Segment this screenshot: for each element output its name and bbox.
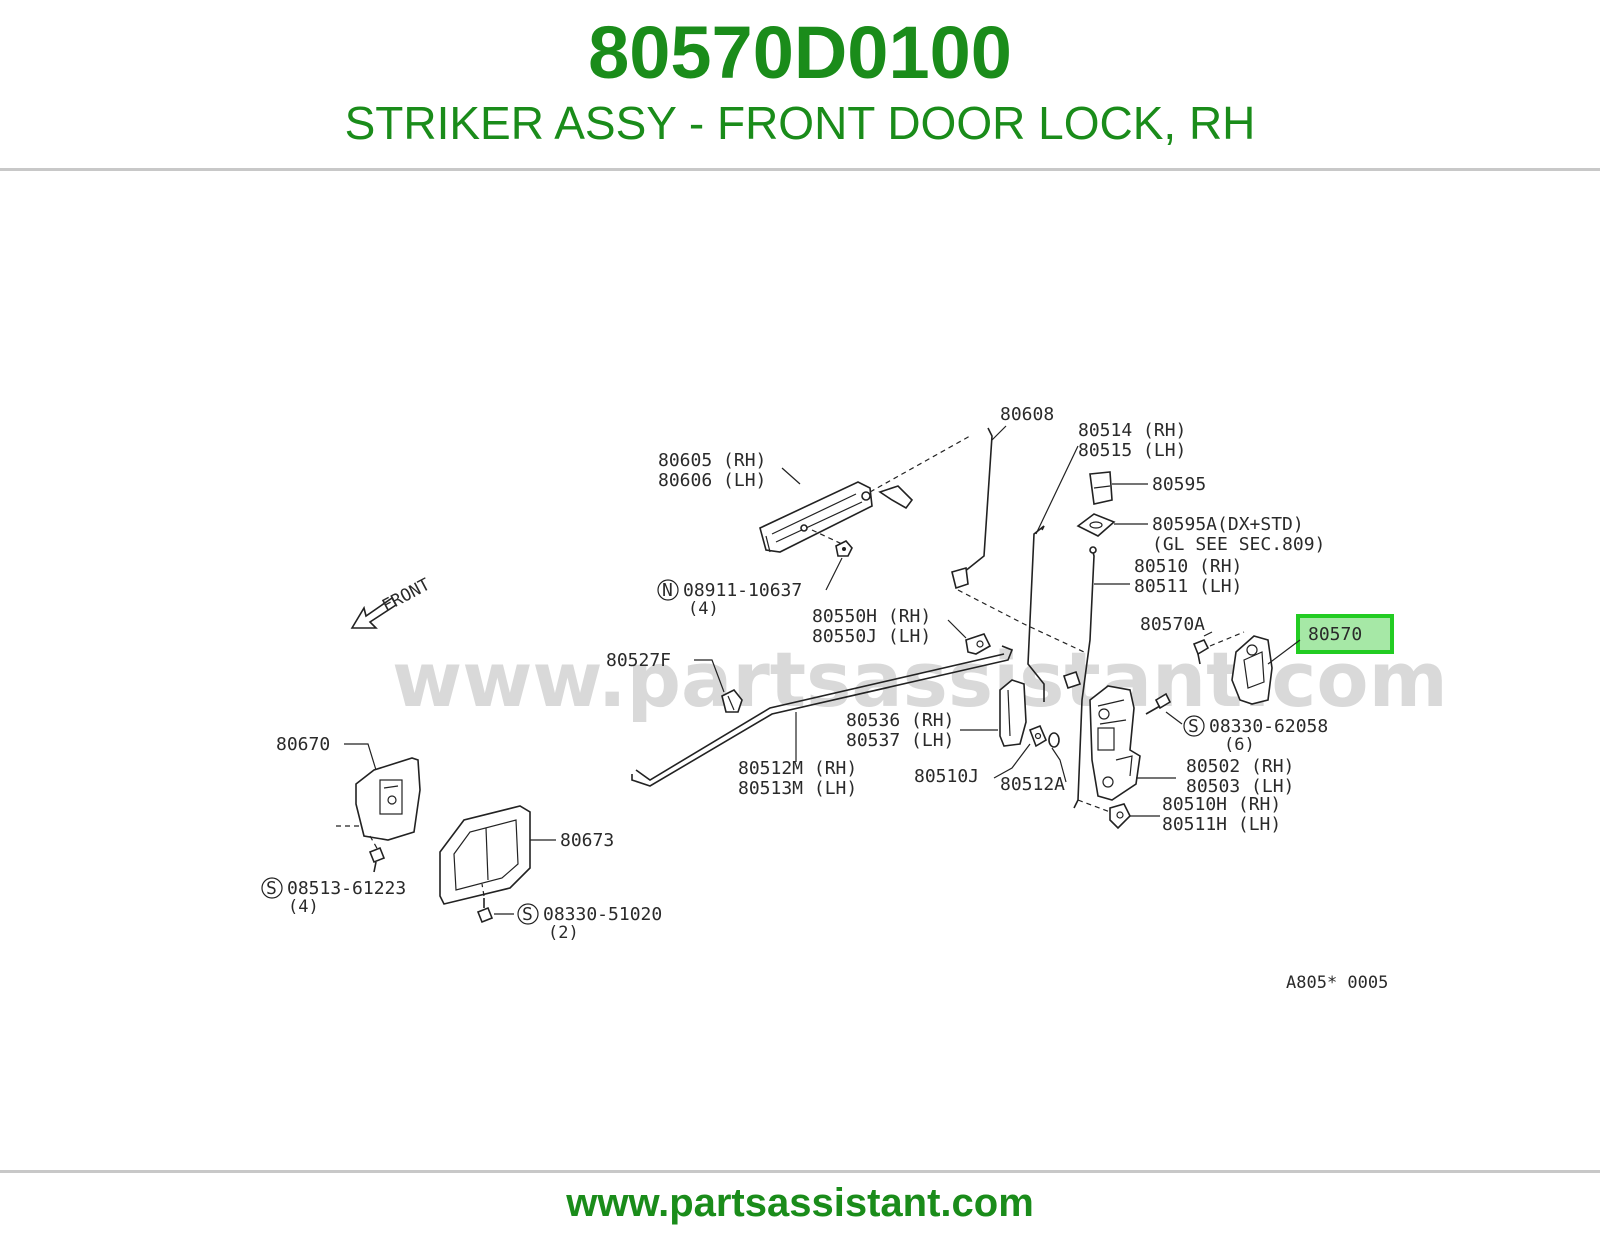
leader-08911 [825, 557, 843, 591]
qty-08330-51020: (2) [548, 923, 579, 943]
part-number-title: 80570D0100 [588, 11, 1012, 94]
clip-80512a-part[interactable] [1048, 732, 1060, 748]
leader-80570 [1267, 639, 1301, 665]
clip-80510j-part[interactable] [1028, 724, 1048, 748]
label-80510j[interactable]: 80510J [914, 766, 979, 787]
label-80605-rh[interactable]: 80605 (RH) [658, 450, 766, 471]
leader-80527f [694, 659, 725, 693]
label-80606-lh[interactable]: 80606 (LH) [658, 470, 766, 491]
label-80510-rh[interactable]: 80510 (RH) [1134, 556, 1242, 577]
label-80511h-lh[interactable]: 80511H (LH) [1162, 814, 1281, 835]
screw-symbol-icon-1 [1183, 715, 1205, 737]
screw-symbol-icon-3 [517, 903, 539, 925]
label-80512m-rh[interactable]: 80512M (RH) [738, 758, 857, 779]
clip-80550h-part[interactable] [965, 633, 992, 655]
screw-symbol-icon-2 [261, 877, 283, 899]
leader-80514 [1035, 445, 1079, 535]
leader-80608 [991, 425, 1007, 441]
clip-80527f-part[interactable] [721, 688, 743, 713]
label-80512a[interactable]: 80512A [1000, 774, 1065, 795]
figure-code: A805* 0005 [1286, 973, 1388, 993]
footer-url[interactable]: www.partsassistant.com [566, 1181, 1034, 1225]
door-lock-assy-part[interactable] [1089, 685, 1141, 801]
label-80536-rh[interactable]: 80536 (RH) [846, 710, 954, 731]
screw-symbol-letter-2: S [266, 878, 277, 899]
screw-08330-62058-part[interactable] [1145, 692, 1172, 715]
nut-08911-part[interactable] [835, 540, 853, 557]
inside-handle-80670-part[interactable] [355, 757, 421, 841]
label-08330-51020[interactable]: 08330-51020 [543, 904, 662, 925]
lock-knob-80595-part[interactable] [1089, 471, 1113, 505]
label-80570-highlighted[interactable]: 80570 [1308, 624, 1362, 645]
label-80608[interactable]: 80608 [1000, 404, 1054, 425]
nut-symbol-letter: N [662, 580, 673, 601]
screw-symbol-letter-1: S [1188, 716, 1199, 737]
leader-80512a [1051, 747, 1067, 783]
page-header: 80570D0100 STRIKER ASSY - FRONT DOOR LOC… [0, 0, 1600, 168]
striker-80570-part[interactable] [1231, 635, 1273, 705]
leader-80670 [344, 743, 377, 771]
leader-80510j [993, 743, 1031, 779]
label-80502-rh[interactable]: 80502 (RH) [1186, 756, 1294, 777]
screw-08513-part[interactable] [368, 846, 386, 873]
label-80670[interactable]: 80670 [276, 734, 330, 755]
rod-80514-part[interactable] [1027, 525, 1045, 702]
label-80550h-rh[interactable]: 80550H (RH) [812, 606, 931, 627]
outside-handle-part[interactable] [759, 481, 914, 553]
label-80510h-rh[interactable]: 80510H (RH) [1162, 794, 1281, 815]
highlighted-part-box[interactable] [1296, 614, 1394, 654]
rod-80608-part[interactable] [951, 427, 993, 590]
label-08513-61223[interactable]: 08513-61223 [287, 878, 406, 899]
label-80595a[interactable]: 80595A(DX+STD) [1152, 514, 1304, 535]
label-08911-10637[interactable]: 08911-10637 [683, 580, 802, 601]
screw-08330-51020-part[interactable] [476, 898, 494, 924]
label-80595[interactable]: 80595 [1152, 474, 1206, 495]
label-80595a-note: (GL SEE SEC.809) [1152, 534, 1325, 555]
nut-symbol-icon [657, 579, 679, 601]
qty-08330-62058: (6) [1224, 735, 1255, 755]
leader-80570a [1203, 631, 1213, 637]
header-divider [0, 168, 1600, 171]
footer-divider [0, 1170, 1600, 1173]
label-80511-lh[interactable]: 80511 (LH) [1134, 576, 1242, 597]
part-description: STRIKER ASSY - FRONT DOOR LOCK, RH [344, 97, 1256, 149]
escutcheon-80673-part[interactable] [439, 805, 531, 905]
leader-80550h [947, 619, 967, 639]
leader-80605 [781, 467, 801, 485]
label-80527f[interactable]: 80527F [606, 650, 671, 671]
label-80673[interactable]: 80673 [560, 830, 614, 851]
rod-80510-part[interactable] [1073, 546, 1097, 809]
leader-08330-62058 [1165, 711, 1183, 725]
bracket-80536-part[interactable] [999, 679, 1027, 747]
rod-80512m-part[interactable] [631, 645, 1014, 787]
qty-08513: (4) [288, 897, 319, 917]
label-80515-lh[interactable]: 80515 (LH) [1078, 440, 1186, 461]
label-80514-rh[interactable]: 80514 (RH) [1078, 420, 1186, 441]
screw-symbol-letter-3: S [522, 904, 533, 925]
label-80570a[interactable]: 80570A [1140, 614, 1205, 635]
label-80550j-lh[interactable]: 80550J (LH) [812, 626, 931, 647]
label-80537-lh[interactable]: 80537 (LH) [846, 730, 954, 751]
qty-08911: (4) [688, 599, 719, 619]
rod-clip-part[interactable] [1062, 670, 1082, 690]
screw-80570a-part[interactable] [1192, 638, 1210, 665]
label-08330-62058[interactable]: 08330-62058 [1209, 716, 1328, 737]
grommet-80595a-part[interactable] [1076, 513, 1116, 537]
clip-80510h-part[interactable] [1109, 803, 1131, 830]
label-80503-lh[interactable]: 80503 (LH) [1186, 776, 1294, 797]
diagram-panel [178, 340, 1418, 1012]
label-80513m-lh[interactable]: 80513M (LH) [738, 778, 857, 799]
